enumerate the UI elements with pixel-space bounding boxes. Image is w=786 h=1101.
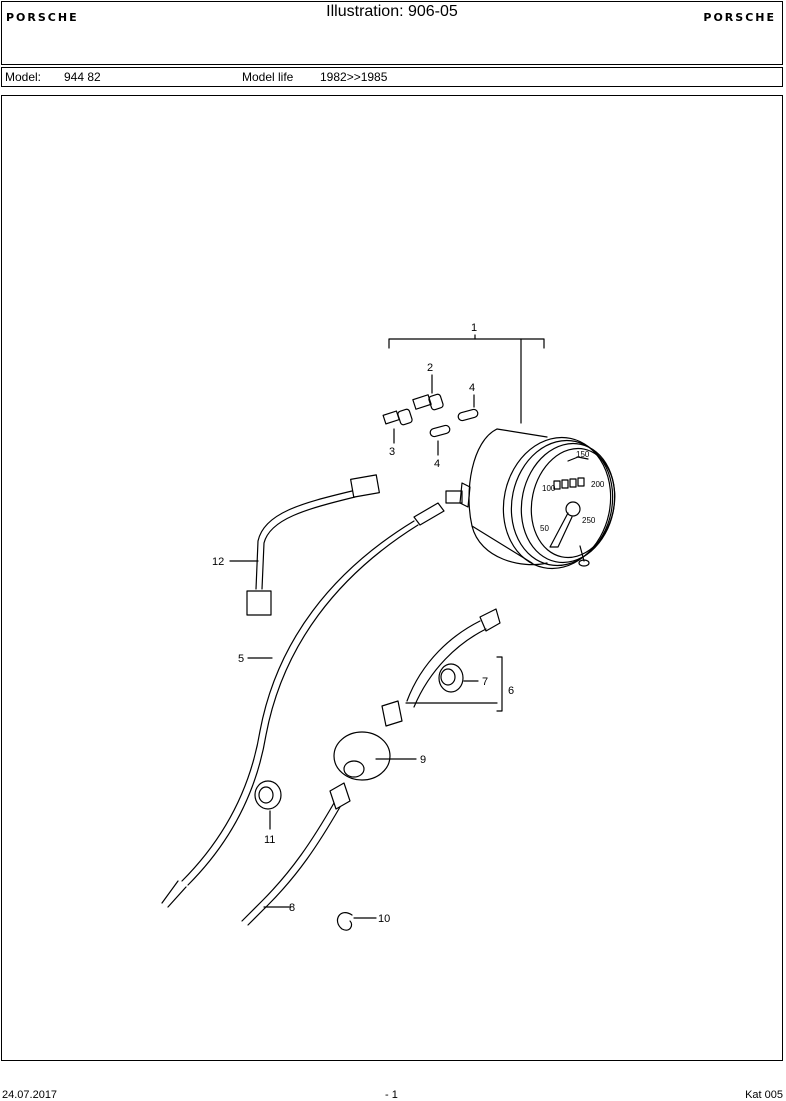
brand-logo-left: PORSCHE — [6, 11, 79, 24]
gauge-number-100: 100 — [542, 484, 556, 493]
model-bar: Model: 944 82 Model life 1982>>1985 — [1, 67, 783, 87]
callout-1: 1 — [471, 322, 477, 334]
plug-7 — [438, 663, 479, 693]
callout-5: 5 — [238, 653, 244, 665]
bulb-4-lower — [429, 424, 451, 456]
callout-8: 8 — [289, 902, 295, 914]
illustration-area: 100 150 200 250 50 — [1, 95, 783, 1061]
callout-3: 3 — [389, 446, 395, 458]
callout-10: 10 — [378, 913, 390, 925]
speedometer-gauge: 100 150 200 250 50 — [445, 428, 616, 570]
bracket-1 — [388, 338, 545, 349]
model-life-value: 1982>>1985 — [320, 70, 388, 84]
bulb-holder-3 — [382, 408, 413, 444]
wiring-harness-12 — [229, 474, 380, 616]
footer-date: 24.07.2017 — [2, 1089, 58, 1101]
page-title: Illustration: 906-05 — [326, 3, 458, 20]
bulb-holder-2 — [412, 374, 444, 411]
callout-4-upper: 4 — [469, 382, 475, 394]
footer-catalog: Kat 005 — [745, 1089, 783, 1101]
model-life-label: Model life — [242, 70, 294, 84]
model-label: Model: — [5, 70, 42, 84]
parts-diagram: 100 150 200 250 50 — [161, 322, 616, 931]
callout-9: 9 — [420, 754, 426, 766]
cable-assembly-6 — [381, 608, 503, 727]
grommet-11 — [254, 780, 282, 830]
gauge-number-150: 150 — [576, 450, 590, 459]
gauge-number-250: 250 — [582, 516, 596, 525]
header: PORSCHE Illustration: 906-05 PORSCHE — [1, 1, 783, 65]
callout-12: 12 — [212, 556, 224, 568]
callout-2: 2 — [427, 362, 433, 374]
callout-6: 6 — [508, 685, 514, 697]
footer-page: - 1 — [385, 1089, 398, 1101]
gauge-number-50: 50 — [540, 524, 549, 533]
model-value: 944 82 — [64, 70, 101, 84]
callout-4-lower: 4 — [434, 458, 440, 470]
pulse-sender-9 — [333, 731, 417, 781]
bulb-4-upper — [457, 394, 479, 422]
callout-7: 7 — [482, 676, 488, 688]
clip-10 — [337, 912, 377, 931]
cable-8 — [241, 782, 351, 926]
gauge-number-200: 200 — [591, 480, 605, 489]
speedometer-cable-5 — [161, 502, 445, 908]
brand-logo-right: PORSCHE — [703, 11, 776, 24]
callout-11: 11 — [264, 834, 275, 846]
